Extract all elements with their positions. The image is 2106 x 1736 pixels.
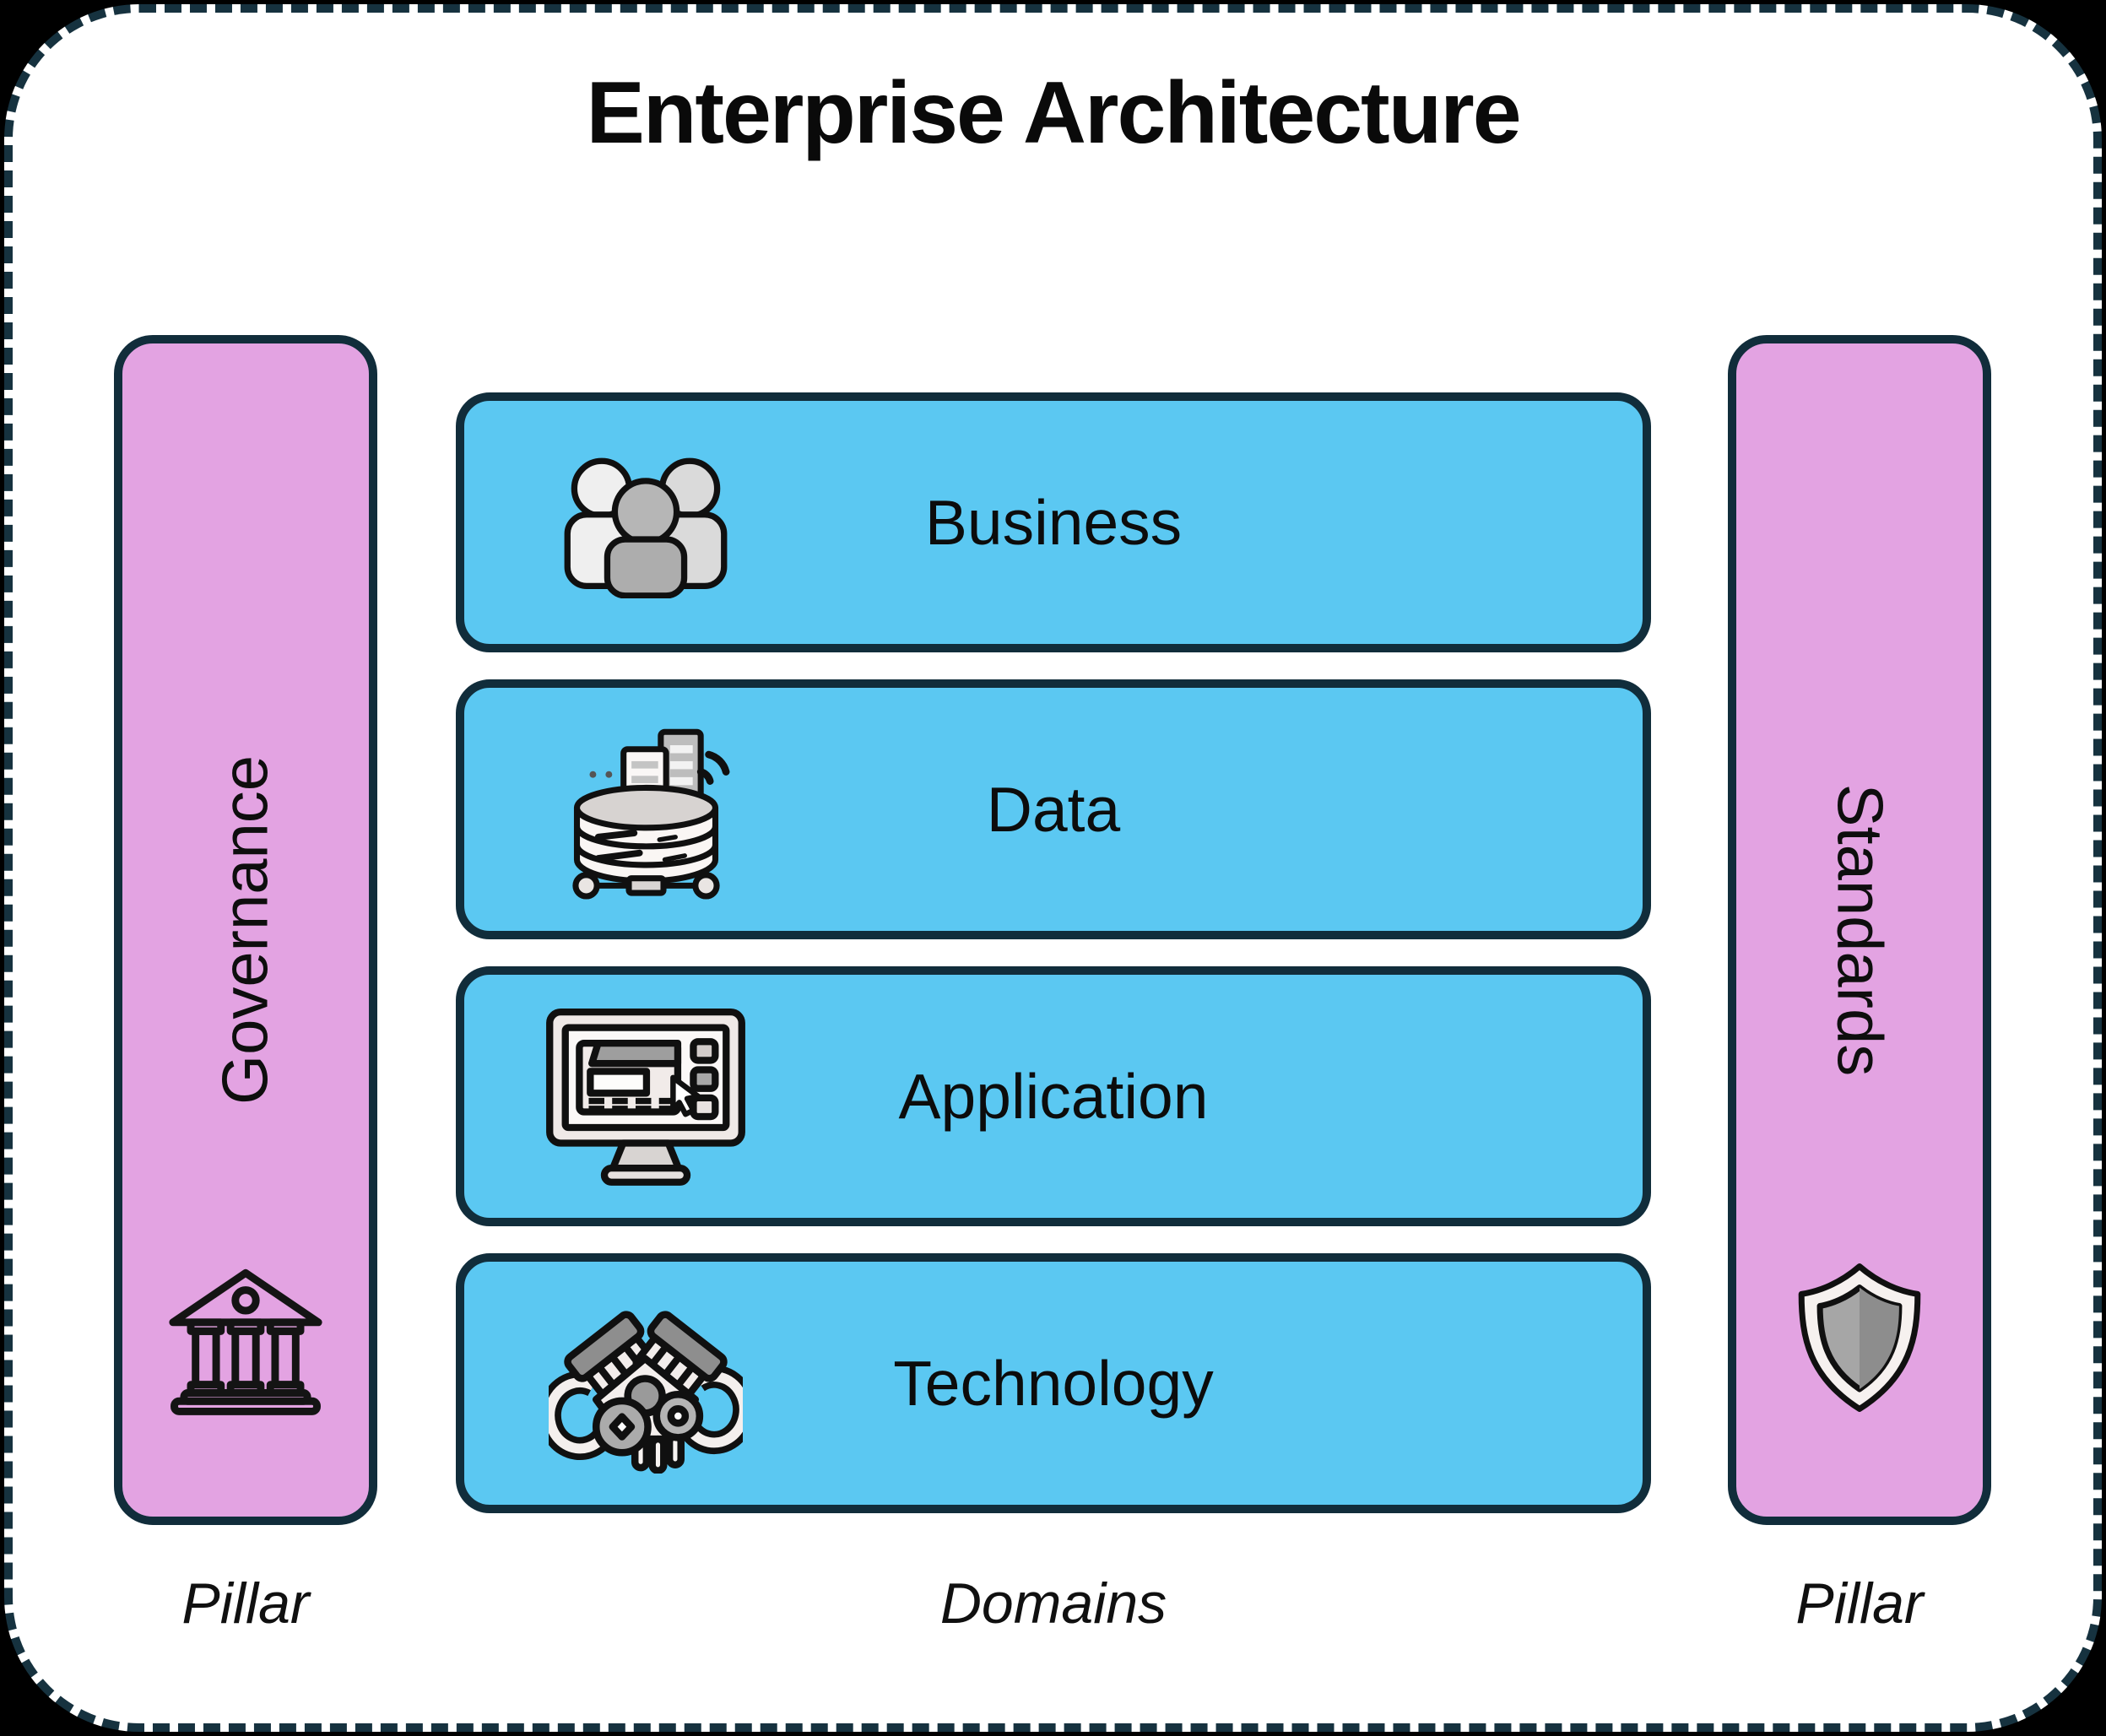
- engine-icon: [536, 1262, 755, 1505]
- governance-pillar-label: Governance: [209, 754, 282, 1106]
- diagram-title: Enterprise Architecture: [586, 64, 1521, 162]
- domain-business-label: Business: [924, 487, 1183, 558]
- monitor-icon: [536, 975, 755, 1218]
- domain-technology: Technology: [456, 1253, 1651, 1513]
- domain-application: Application: [456, 966, 1651, 1226]
- domain-data: Data: [456, 679, 1651, 939]
- standards-pillar-label: Standards: [1823, 783, 1896, 1077]
- domain-business: Business: [456, 392, 1651, 652]
- standards-pillar: Standards: [1728, 335, 1991, 1525]
- bank-icon: [164, 1259, 328, 1417]
- shield-icon: [1787, 1258, 1932, 1417]
- domain-technology-label: Technology: [893, 1348, 1214, 1419]
- domains-caption: Domains: [939, 1571, 1167, 1636]
- right-pillar-caption: Pillar: [1795, 1571, 1924, 1636]
- domain-application-label: Application: [898, 1061, 1209, 1132]
- governance-pillar: Governance: [114, 335, 377, 1525]
- database-icon: [536, 688, 755, 931]
- diagram-card: Enterprise Architecture Governance: [4, 4, 2102, 1732]
- people-icon: [536, 401, 755, 644]
- left-pillar-caption: Pillar: [181, 1571, 310, 1636]
- domain-data-label: Data: [986, 774, 1121, 845]
